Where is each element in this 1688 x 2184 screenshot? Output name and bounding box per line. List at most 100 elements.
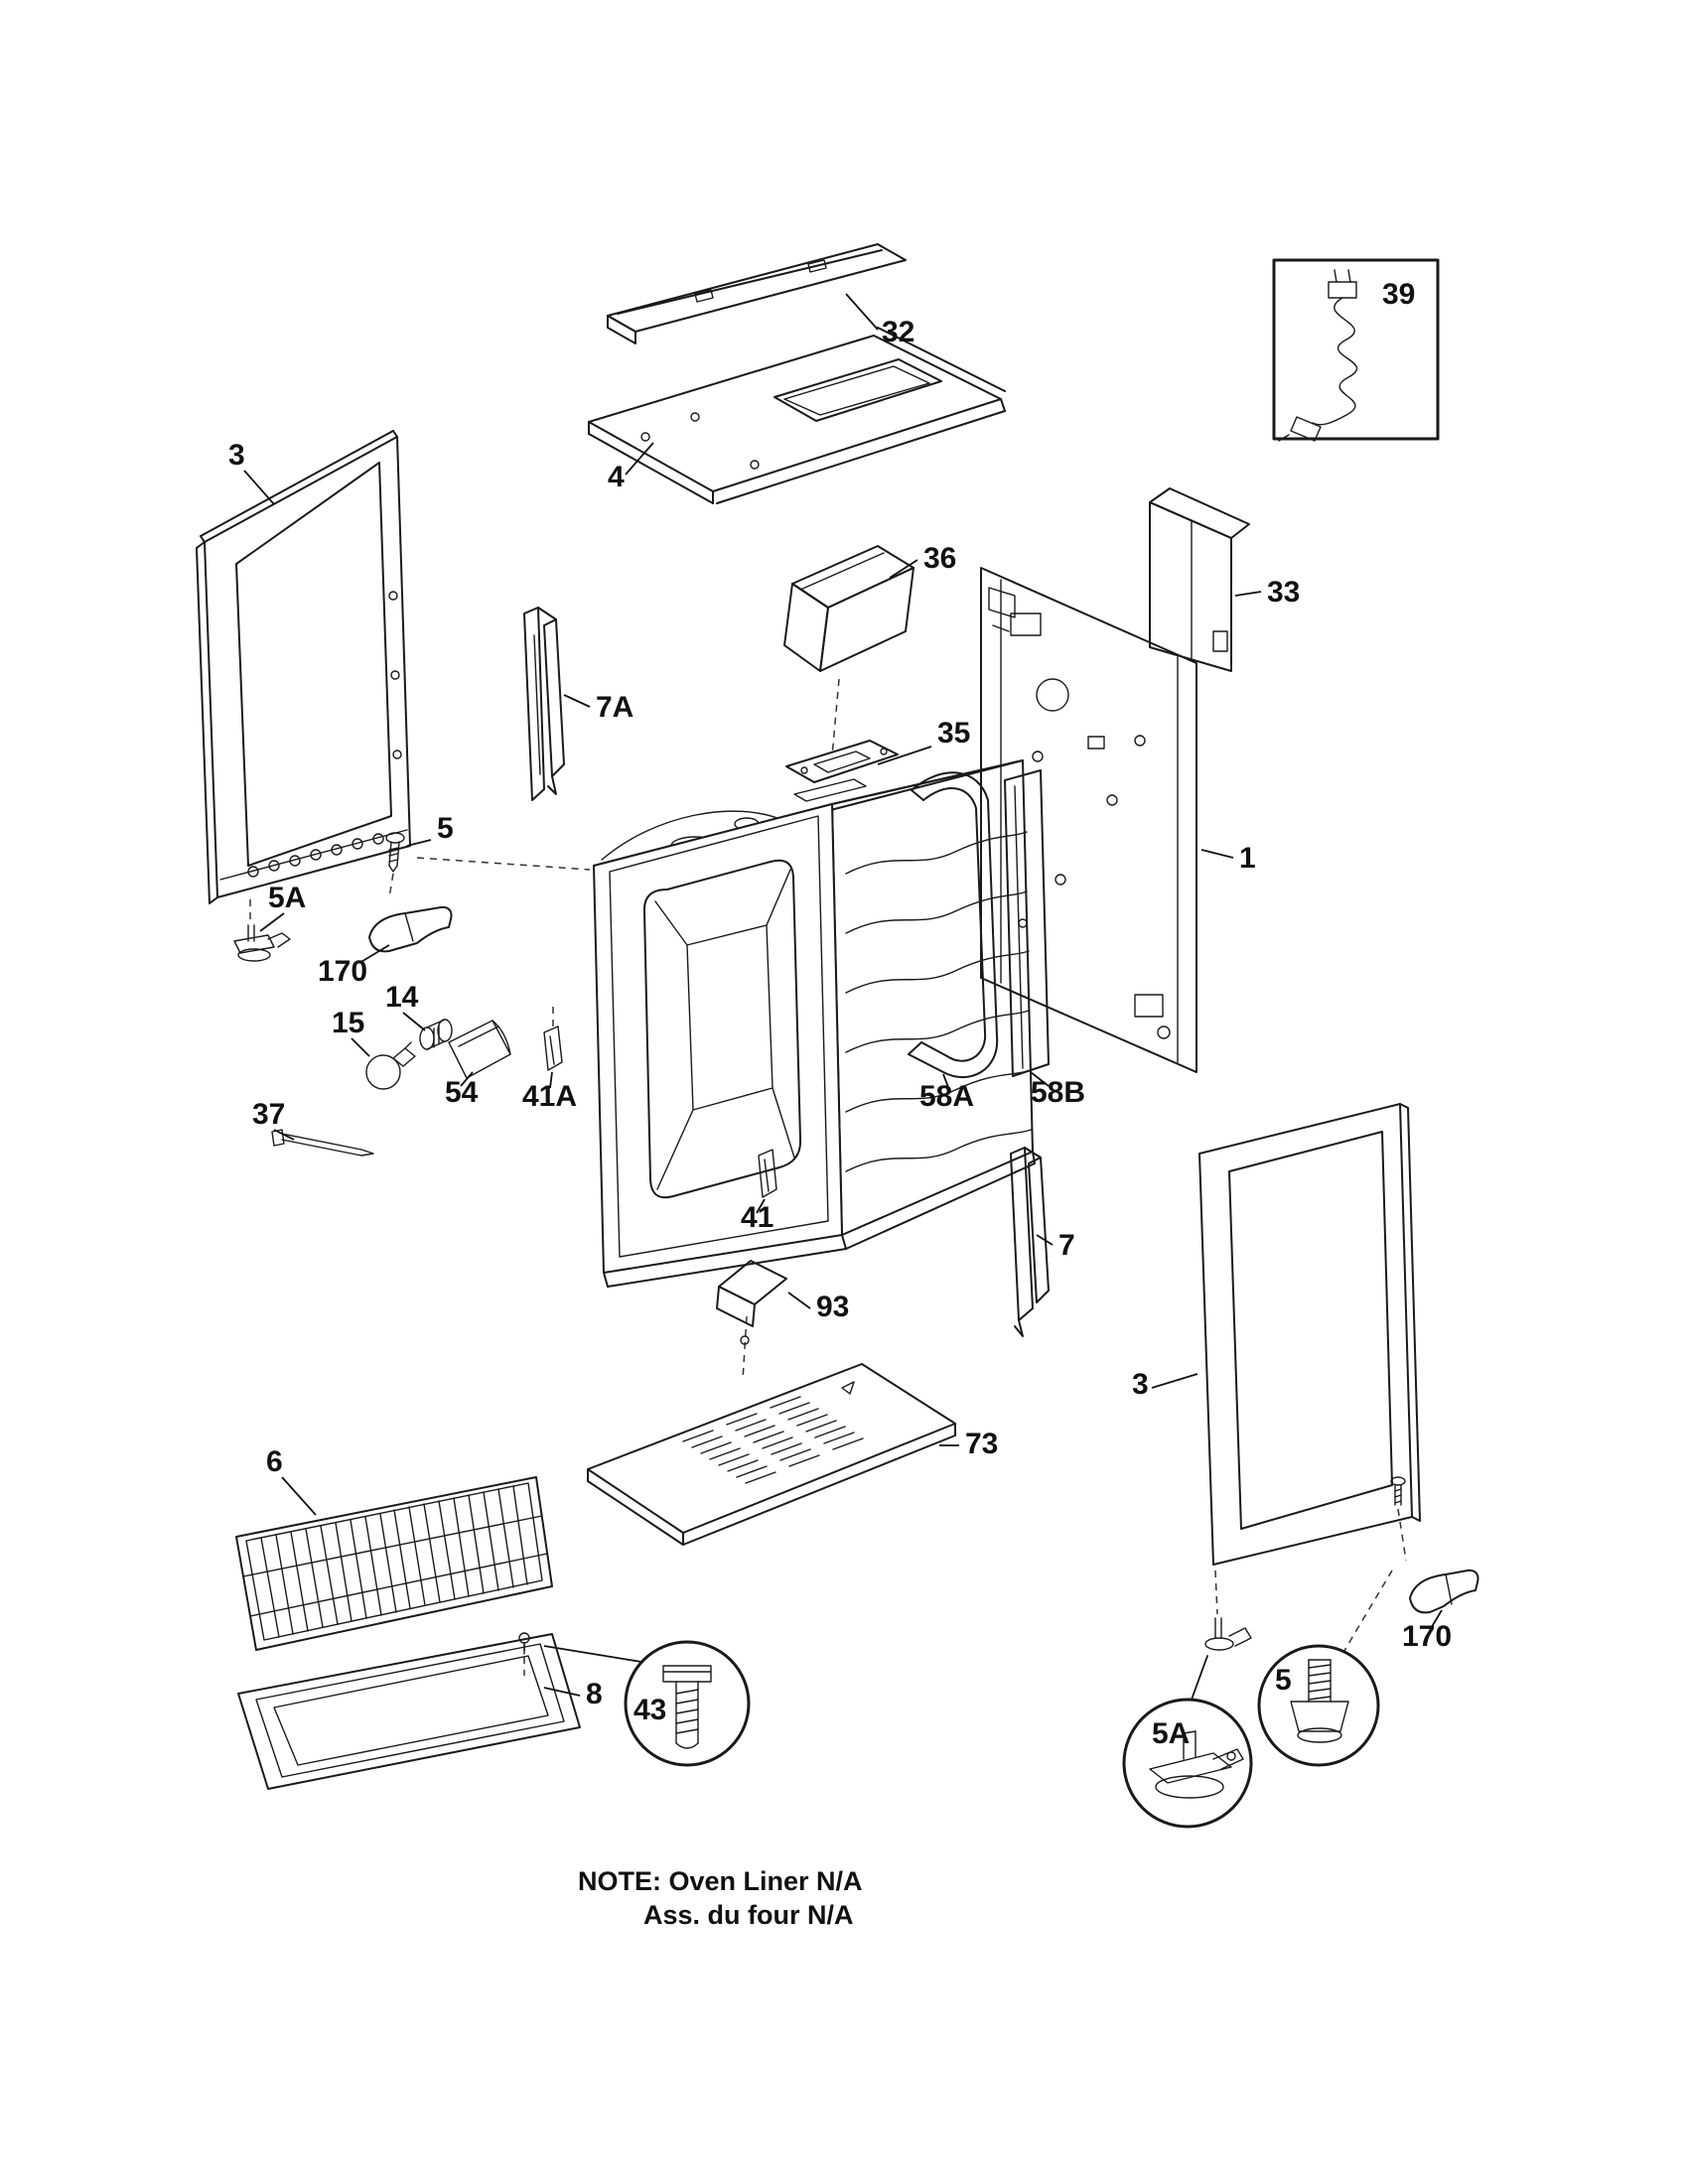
callout-label-7: 7: [1058, 1229, 1075, 1262]
callout-41: 41: [741, 1198, 774, 1234]
callout-label-3-left: 3: [228, 439, 245, 472]
top-rear-brace: [607, 243, 907, 344]
callout-4: 4: [608, 442, 654, 493]
power-cord-icon: [1278, 269, 1357, 442]
bottom-panel: [587, 1363, 956, 1546]
diagram-note: NOTE: Oven Liner N/A Ass. du four N/A: [578, 1866, 863, 1930]
leveling-foot-5a-left: [233, 924, 291, 962]
oven-cavity-body: [593, 759, 1036, 1288]
callout-label-58b: 58B: [1031, 1076, 1085, 1109]
callout-label-170-right: 170: [1402, 1620, 1452, 1653]
left-side-panel: [196, 430, 411, 904]
rear-panel-holes: [988, 587, 1171, 1039]
detail-circle-5: [1257, 1644, 1380, 1767]
callout-6: 6: [266, 1445, 317, 1516]
callout-39: 39: [1382, 278, 1415, 311]
oven-sensor-probe: [271, 1129, 374, 1157]
callout-label-5a-right: 5A: [1152, 1717, 1190, 1750]
callout-58b: 58B: [1030, 1071, 1085, 1109]
callout-label-14: 14: [385, 981, 419, 1014]
pan-screw: [518, 1632, 530, 1655]
right-side-panel: [1198, 1103, 1421, 1566]
threaded-leg-icon: [1290, 1659, 1349, 1743]
callout-7: 7: [1036, 1229, 1075, 1262]
lamp-socket: [419, 1019, 453, 1050]
leveling-leg-right: [1191, 1617, 1252, 1701]
corner-cap: [716, 1260, 787, 1345]
callout-5-left: 5: [406, 812, 454, 847]
callout-label-3-right: 3: [1132, 1368, 1149, 1401]
side-bracket-7a: [523, 607, 565, 801]
callout-58a: 58A: [919, 1073, 974, 1113]
flange-holes: [247, 591, 402, 878]
bolt-icon: [662, 1665, 712, 1749]
side-bracket-7: [1010, 1147, 1050, 1337]
detail-circle-43: [518, 1632, 751, 1767]
callout-8: 8: [543, 1678, 603, 1710]
top-bracket-plate: [785, 740, 899, 783]
vent-duct: [1149, 487, 1250, 672]
callout-33: 33: [1234, 576, 1300, 609]
callout-35: 35: [877, 717, 970, 765]
screw-right-panel: [1390, 1476, 1406, 1506]
callout-label-32: 32: [882, 316, 914, 348]
power-cord-box: [1272, 258, 1440, 442]
callout-label-1: 1: [1239, 842, 1256, 875]
callout-32: 32: [845, 293, 914, 348]
callout-170-left: 170: [318, 944, 390, 988]
hinge-bracket-170-right: [1409, 1569, 1479, 1614]
deflector-box: [783, 545, 914, 672]
callout-label-39: 39: [1382, 278, 1415, 311]
callout-label-35: 35: [937, 717, 970, 750]
callout-15: 15: [332, 1007, 370, 1057]
bracket-41a: [543, 1025, 563, 1071]
vent-slots: [682, 1381, 864, 1484]
callout-label-41a: 41A: [522, 1080, 577, 1113]
callout-label-170-left: 170: [318, 955, 367, 988]
callout-label-4: 4: [608, 461, 625, 493]
callout-label-5-right: 5: [1275, 1664, 1292, 1697]
callout-label-33: 33: [1267, 576, 1300, 609]
callout-label-93: 93: [816, 1291, 849, 1323]
callout-5-right: 5: [1275, 1664, 1292, 1697]
callout-label-15: 15: [332, 1007, 364, 1039]
light-bulb: [365, 1041, 416, 1090]
drawer-pan: [237, 1633, 581, 1790]
note-line-2: Ass. du four N/A: [643, 1900, 854, 1930]
callout-170-right: 170: [1402, 1609, 1452, 1653]
callout-label-43: 43: [633, 1694, 666, 1726]
detail-circle-5a: [1122, 1698, 1253, 1829]
oven-rack: [235, 1476, 553, 1651]
rear-panel: [980, 567, 1197, 1073]
callout-41a: 41A: [522, 1071, 577, 1113]
insulation-lines: [845, 831, 1032, 1172]
callout-3-left: 3: [228, 439, 275, 505]
screw-5-left: [385, 832, 405, 873]
callout-label-7a: 7A: [596, 691, 633, 724]
insulation-wrap-58a: [908, 771, 999, 1078]
cavity-interior: [654, 869, 795, 1190]
callout-93: 93: [787, 1291, 849, 1323]
callout-3-right: 3: [1132, 1368, 1198, 1401]
callout-label-58a: 58A: [919, 1080, 974, 1113]
callout-label-36: 36: [923, 542, 956, 575]
callouts: 32 4 39 3 7A 36 35 33 1: [228, 278, 1452, 1750]
callout-36: 36: [889, 542, 956, 579]
callout-label-41: 41: [741, 1201, 774, 1234]
callout-label-5a-left: 5A: [268, 882, 306, 914]
callout-label-37: 37: [252, 1098, 285, 1131]
callout-5a-right: 5A: [1152, 1717, 1190, 1750]
callout-73: 73: [939, 1428, 998, 1460]
bracket-41: [758, 1149, 777, 1198]
callout-label-54: 54: [445, 1076, 479, 1109]
callout-label-73: 73: [965, 1428, 998, 1460]
callout-14: 14: [385, 981, 426, 1031]
note-line-1: NOTE: Oven Liner N/A: [578, 1866, 863, 1896]
hinge-bracket-170-left: [368, 905, 453, 953]
callout-label-8: 8: [586, 1678, 603, 1710]
callout-37: 37: [252, 1098, 295, 1141]
lamp-lens-cone: [448, 1020, 511, 1079]
callout-1: 1: [1200, 842, 1256, 875]
